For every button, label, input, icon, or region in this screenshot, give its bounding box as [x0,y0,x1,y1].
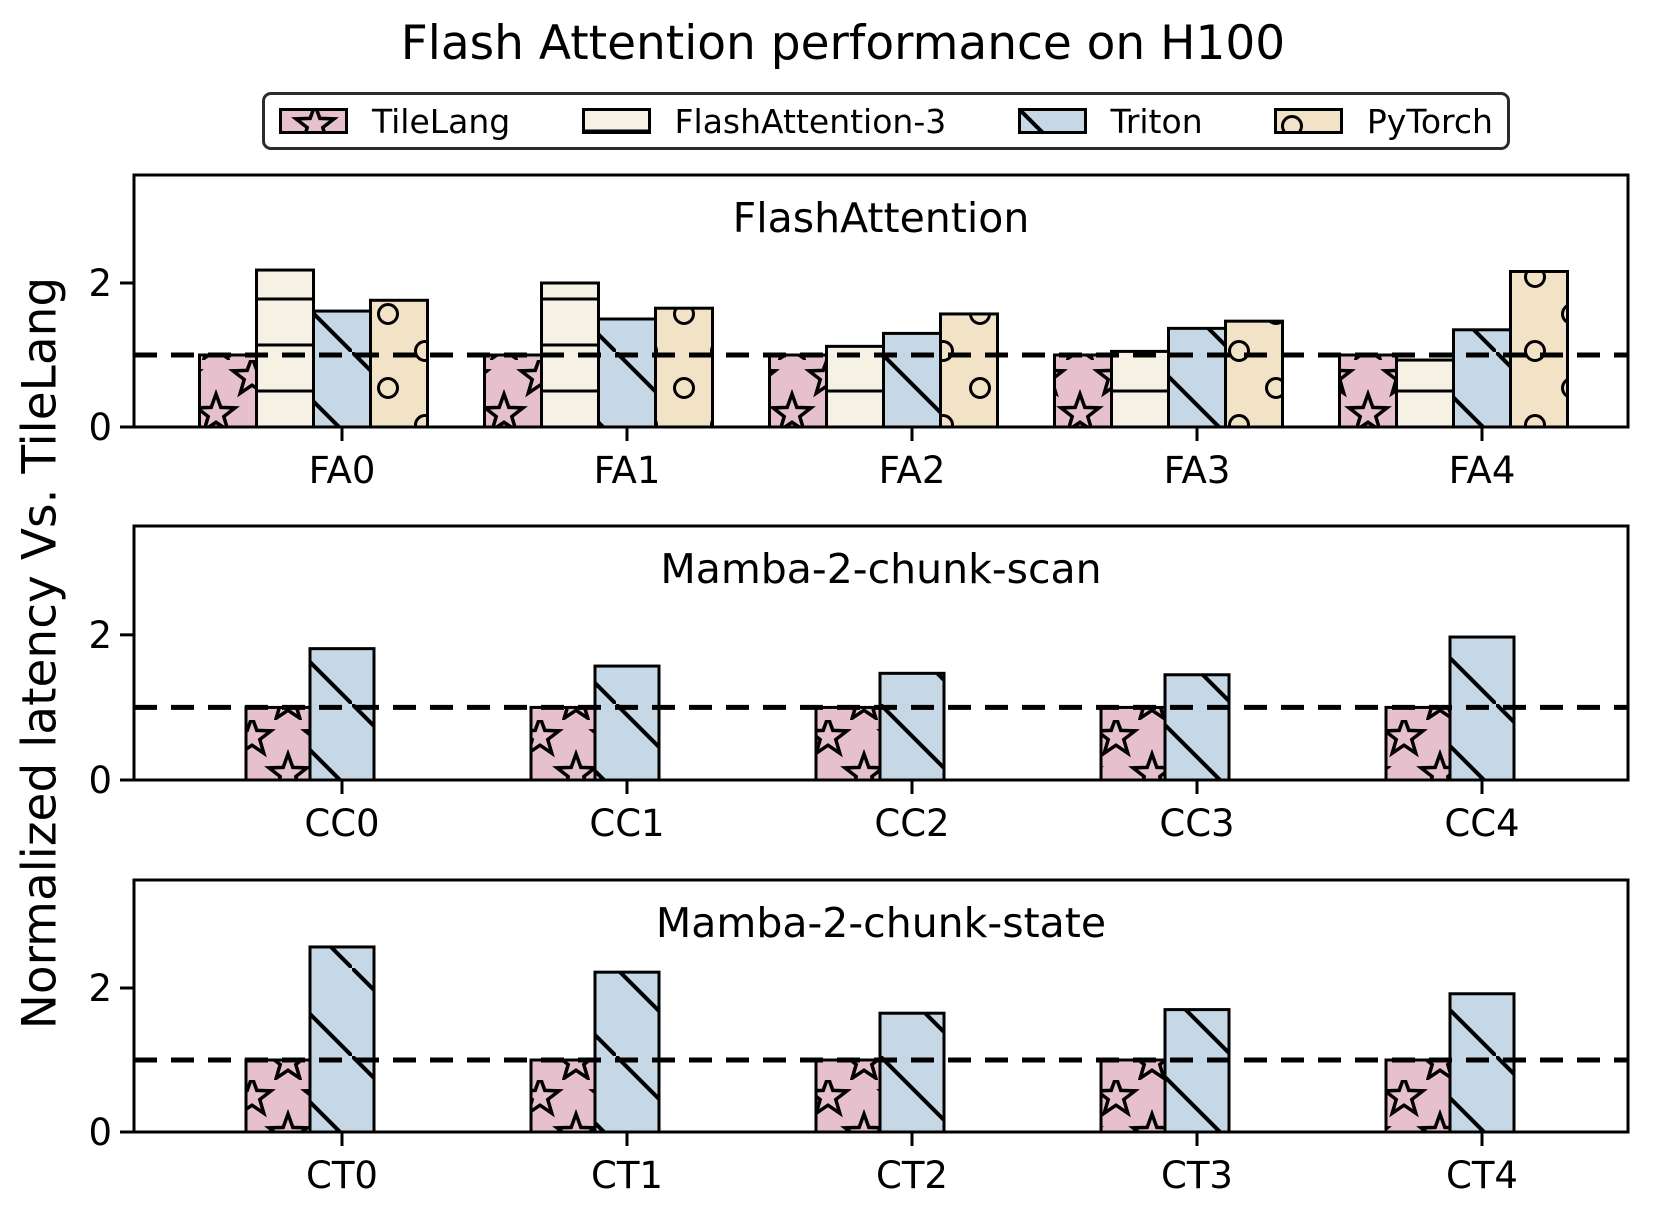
bar-tilelang-ct3 [1099,1058,1167,1134]
figure-title: Flash Attention performance on H100 [400,16,1286,71]
x-tick-label: CC2 [874,802,949,845]
legend-label: PyTorch [1366,101,1493,141]
bar-tilelang-cc4 [1384,705,1452,782]
y-tick-label: 0 [88,759,112,802]
bar-tilelang-ct4 [1384,1058,1452,1134]
bar-triton-fa2 [882,331,942,429]
bar-triton-fa0 [312,309,372,429]
x-tick-label: CC4 [1444,802,1519,845]
bar-tilelang-ct0 [244,1058,312,1134]
axes-frame [132,524,1630,782]
x-tick-label: CC1 [589,802,664,845]
bar-flashattention-3-fa3 [1110,349,1170,429]
x-tick-label: FA1 [594,449,661,492]
legend-label: TileLang [372,101,511,141]
bar-tilelang-cc0 [244,705,312,782]
diag-swatch-icon [1017,108,1087,134]
panel-title: Mamba-2-chunk-state [656,899,1106,947]
bar-triton-fa3 [1167,326,1227,429]
y-tick-label: 2 [88,967,112,1010]
bar-triton-ct4 [1448,992,1516,1134]
x-tick-label: CT4 [1446,1154,1518,1197]
bar-triton-ct0 [308,945,376,1134]
bar-pytorch-fa0 [369,298,429,429]
bar-triton-ct2 [878,1011,946,1134]
panel-title: FlashAttention [733,194,1030,242]
bar-triton-cc0 [308,647,376,782]
x-tick-label: CT1 [591,1154,663,1197]
bar-flashattention-3-fa4 [1395,358,1455,429]
bar-tilelang-fa3 [1053,353,1113,429]
bar-tilelang-cc1 [529,705,597,782]
bar-tilelang-fa2 [768,353,828,429]
bar-triton-cc1 [593,664,661,782]
bar-pytorch-fa1 [654,306,714,429]
legend-item-triton: Triton [1017,101,1203,141]
bar-pytorch-fa3 [1224,319,1284,429]
x-tick-label: FA3 [1164,449,1231,492]
y-tick-label: 0 [88,406,112,449]
legend-label: Triton [1110,101,1203,141]
bar-triton-fa4 [1452,328,1512,429]
axes-frame [132,878,1630,1134]
x-tick-label: FA4 [1449,449,1516,492]
y-tick-label: 2 [88,614,112,657]
bar-flashattention-3-fa2 [825,344,885,429]
legend-item-tilelang: TileLang [279,105,510,138]
legend-item-pytorch: PyTorch [1273,101,1493,141]
bar-triton-cc2 [878,671,946,782]
x-tick-label: CT0 [306,1154,378,1197]
bar-tilelang-fa4 [1338,353,1398,429]
y-tick-label: 2 [88,262,112,305]
bar-triton-ct3 [1163,1008,1231,1134]
bar-flashattention-3-fa0 [255,268,315,429]
bar-triton-cc3 [1163,673,1231,782]
axes-frame [132,173,1630,429]
x-tick-label: FA0 [309,449,376,492]
bar-pytorch-fa4 [1509,269,1569,429]
panel-title: Mamba-2-chunk-scan [660,545,1101,593]
x-tick-label: CT3 [1161,1154,1233,1197]
bar-tilelang-ct1 [529,1058,597,1134]
x-tick-label: CT2 [876,1154,948,1197]
bar-tilelang-fa1 [483,353,543,429]
legend-label: FlashAttention-3 [674,101,947,141]
y-tick-label: 0 [88,1111,112,1154]
bar-tilelang-ct2 [814,1058,882,1134]
bar-pytorch-fa2 [939,312,999,429]
bar-triton-fa1 [597,317,657,429]
bar-tilelang-cc3 [1099,705,1167,782]
bar-tilelang-cc2 [814,705,882,782]
bar-tilelang-fa0 [198,353,258,429]
stars-swatch-icon [279,108,348,134]
x-tick-label: CC0 [304,802,379,845]
circles-swatch-icon [1273,108,1343,134]
x-tick-label: CC3 [1159,802,1234,845]
bar-triton-ct1 [593,970,661,1134]
legend-item-flashattention-3: FlashAttention-3 [581,101,947,141]
x-tick-label: FA2 [879,449,946,492]
horiz-swatch-icon [581,108,651,134]
legend: TileLang FlashAttention-3 Triton PyTorch [262,92,1510,150]
